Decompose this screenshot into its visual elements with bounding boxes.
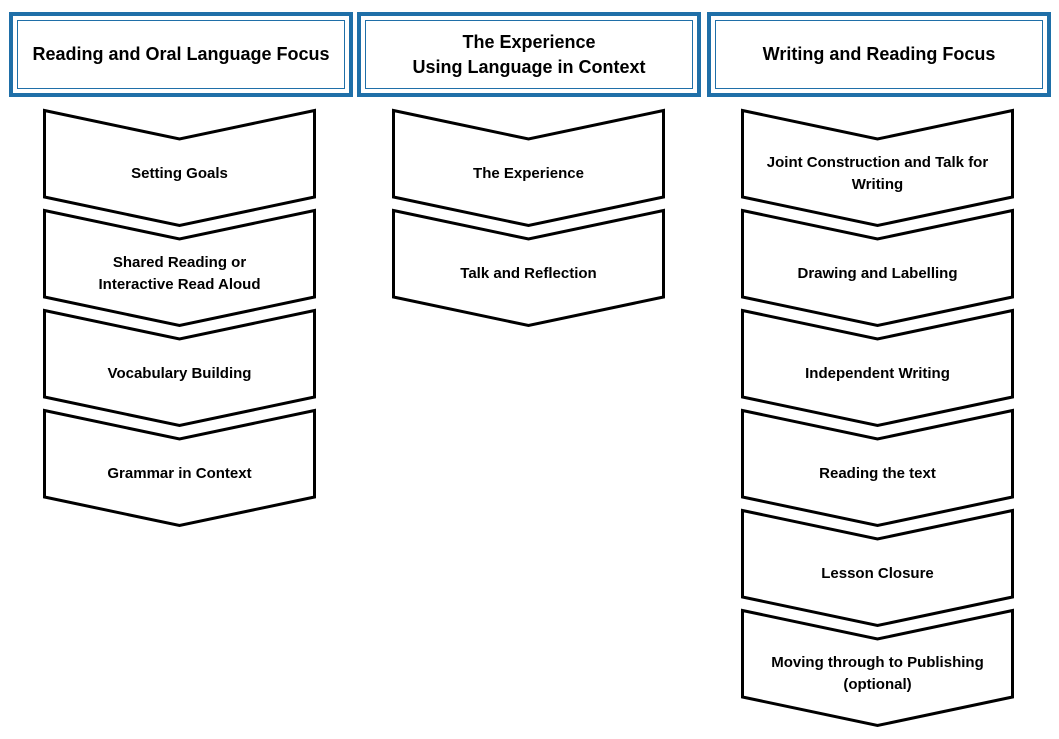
step-label: Drawing and Labelling (797, 265, 958, 282)
chevron-step: Drawing and Labelling (741, 208, 1014, 328)
chevron-step: Lesson Closure (741, 508, 1014, 628)
chevron-shape (43, 308, 316, 428)
chevron-shape (392, 208, 665, 328)
chevron-shape (43, 408, 316, 528)
step-label: Lesson Closure (821, 565, 934, 582)
chevron-shape (741, 508, 1014, 628)
chevron-shape (741, 408, 1014, 528)
chevron-outline (43, 308, 316, 428)
chevron-step: Shared Reading or Interactive Read Aloud (43, 208, 316, 328)
step-label: Grammar in Context (107, 465, 252, 482)
chevron-shape (741, 608, 1014, 728)
chevron-step: Independent Writing (741, 308, 1014, 428)
column-header-2: The Experience Using Language in Context (357, 12, 701, 97)
step-label: Reading the text (819, 465, 936, 482)
chevron-outline (741, 508, 1014, 628)
chevron-outline (741, 308, 1014, 428)
column-title: The Experience Using Language in Context (365, 20, 693, 89)
column-header-3: Writing and Reading Focus (707, 12, 1051, 97)
chevron-outline (392, 208, 665, 328)
chevron-shape (43, 208, 316, 328)
chevron-step: Grammar in Context (43, 408, 316, 528)
chevron-step: Talk and Reflection (392, 208, 665, 328)
step-label: The Experience (473, 165, 584, 182)
chevron-outline (741, 408, 1014, 528)
chevron-outline (43, 208, 316, 328)
chevron-step: Moving through to Publishing (optional) (741, 608, 1014, 728)
chevron-outline (43, 108, 316, 228)
chevron-shape (741, 208, 1014, 328)
chevron-shape (43, 108, 316, 228)
step-label: Vocabulary Building (107, 365, 252, 382)
step-label: Joint Construction and Talk for Writing (766, 154, 989, 193)
step-label: Setting Goals (131, 165, 228, 182)
chevron-shape (741, 308, 1014, 428)
step-label: Independent Writing (805, 365, 950, 382)
column-title: Reading and Oral Language Focus (17, 20, 345, 89)
column-title: Writing and Reading Focus (715, 20, 1043, 89)
chevron-step: Setting Goals (43, 108, 316, 228)
chevron-shape (741, 108, 1014, 228)
chevron-outline (741, 608, 1014, 728)
chevron-shape (392, 108, 665, 228)
chevron-outline (741, 208, 1014, 328)
chevron-step: The Experience (392, 108, 665, 228)
step-label: Moving through to Publishing (optional) (771, 654, 984, 693)
chevron-outline (43, 408, 316, 528)
chevron-step: Vocabulary Building (43, 308, 316, 428)
chevron-outline (392, 108, 665, 228)
chevron-step: Reading the text (741, 408, 1014, 528)
chevron-step: Joint Construction and Talk for Writing (741, 108, 1014, 228)
chevron-outline (741, 108, 1014, 228)
column-header-1: Reading and Oral Language Focus (9, 12, 353, 97)
step-label: Shared Reading or Interactive Read Aloud (98, 254, 261, 293)
step-label: Talk and Reflection (460, 265, 597, 282)
